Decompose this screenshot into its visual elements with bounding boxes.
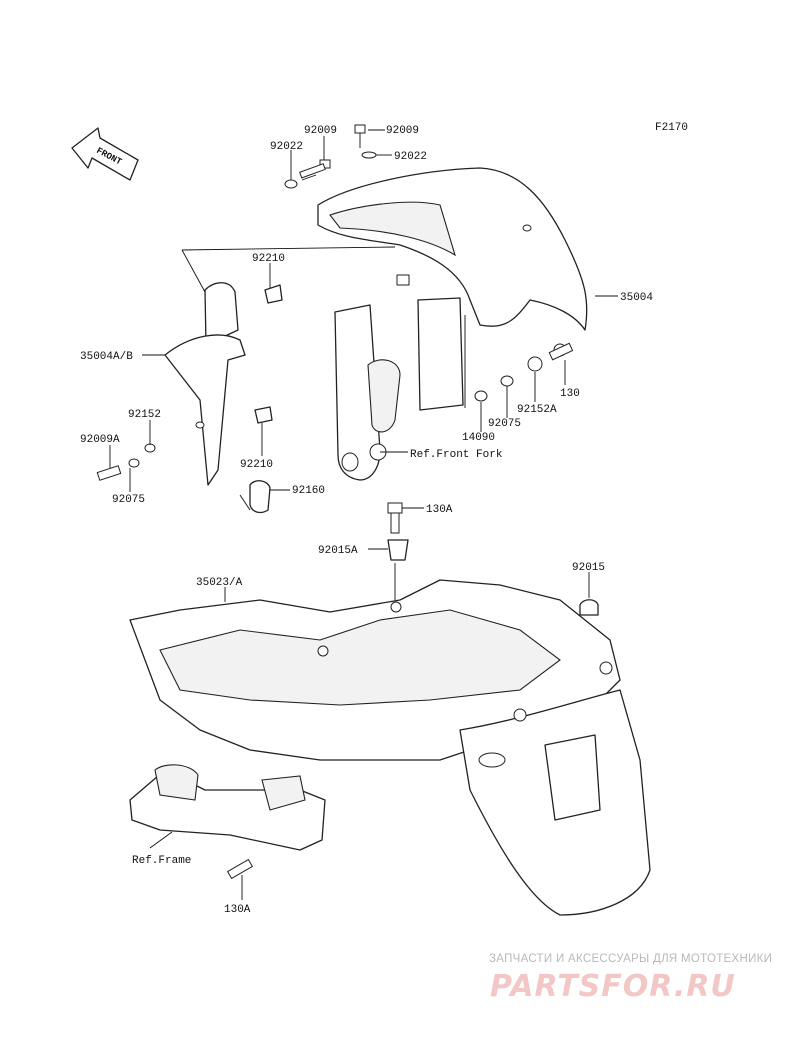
callout-92210-top: 92210 — [252, 253, 285, 265]
ref-frame-label: Ref.Frame — [132, 855, 191, 867]
bolt-130a-top — [387, 502, 403, 534]
callout-130: 130 — [560, 388, 580, 400]
ref-front-fork-label: Ref.Front Fork — [410, 449, 503, 461]
bolt-92009a — [96, 465, 122, 481]
bolt-130a-bottom — [226, 858, 254, 880]
collar-14090 — [474, 390, 488, 402]
washer-92075-right — [500, 375, 514, 387]
rear-fender-35023a — [129, 579, 651, 916]
bolt-92009-left — [299, 159, 331, 181]
callout-35023a: 35023/A — [196, 577, 243, 589]
callout-92015: 92015 — [572, 562, 605, 574]
watermark-logo: PARTSFOR.RU — [490, 969, 736, 1004]
callout-92160: 92160 — [292, 485, 325, 497]
washer-92022-right — [361, 151, 377, 159]
callout-92022-right: 92022 — [394, 151, 427, 163]
inner-fender-35004ab — [164, 282, 246, 486]
callout-35004: 35004 — [620, 292, 653, 304]
collar-92015a — [387, 539, 409, 561]
clip-92210-bottom — [254, 406, 273, 424]
pad-92160 — [249, 480, 271, 514]
callout-92075-left: 92075 — [112, 494, 145, 506]
washer-92075-left — [128, 458, 140, 468]
callout-92009-left: 92009 — [304, 125, 337, 137]
callout-130a-top: 130A — [426, 504, 453, 516]
callout-92009-right: 92009 — [386, 125, 419, 137]
washer-92022-left — [284, 179, 298, 189]
grommet-92152a — [527, 356, 543, 372]
callout-92152a: 92152A — [517, 404, 557, 416]
rear-frame — [129, 764, 326, 851]
callout-92015a: 92015A — [318, 545, 358, 557]
callout-14090: 14090 — [462, 432, 495, 444]
callout-92022-left: 92022 — [270, 141, 303, 153]
callout-130a-bottom: 130A — [224, 904, 251, 916]
watermark-tagline: ЗАПЧАСТИ И АКСЕССУАРЫ ДЛЯ МОТОТЕХНИКИ — [489, 953, 772, 965]
fender-mount-hole — [396, 274, 410, 286]
front-fender-35004 — [317, 167, 588, 331]
watermark: ЗАПЧАСТИ И АКСЕССУАРЫ ДЛЯ МОТОТЕХНИКИ PA… — [489, 953, 772, 1004]
front-fork — [334, 297, 464, 481]
figure-code: F2170 — [655, 122, 688, 134]
callout-92210-bottom: 92210 — [240, 459, 273, 471]
callout-92075-right: 92075 — [488, 418, 521, 430]
nut-92015 — [579, 599, 599, 616]
leader-lines — [109, 129, 618, 900]
callout-35004ab: 35004A/B — [80, 351, 133, 363]
bolt-92009-right — [354, 124, 366, 148]
clip-92210-top — [264, 284, 283, 304]
callout-92009a: 92009A — [80, 434, 120, 446]
callout-92152: 92152 — [128, 409, 161, 421]
grommet-92152 — [144, 443, 156, 453]
front-direction-arrow: FRONT — [71, 127, 139, 181]
